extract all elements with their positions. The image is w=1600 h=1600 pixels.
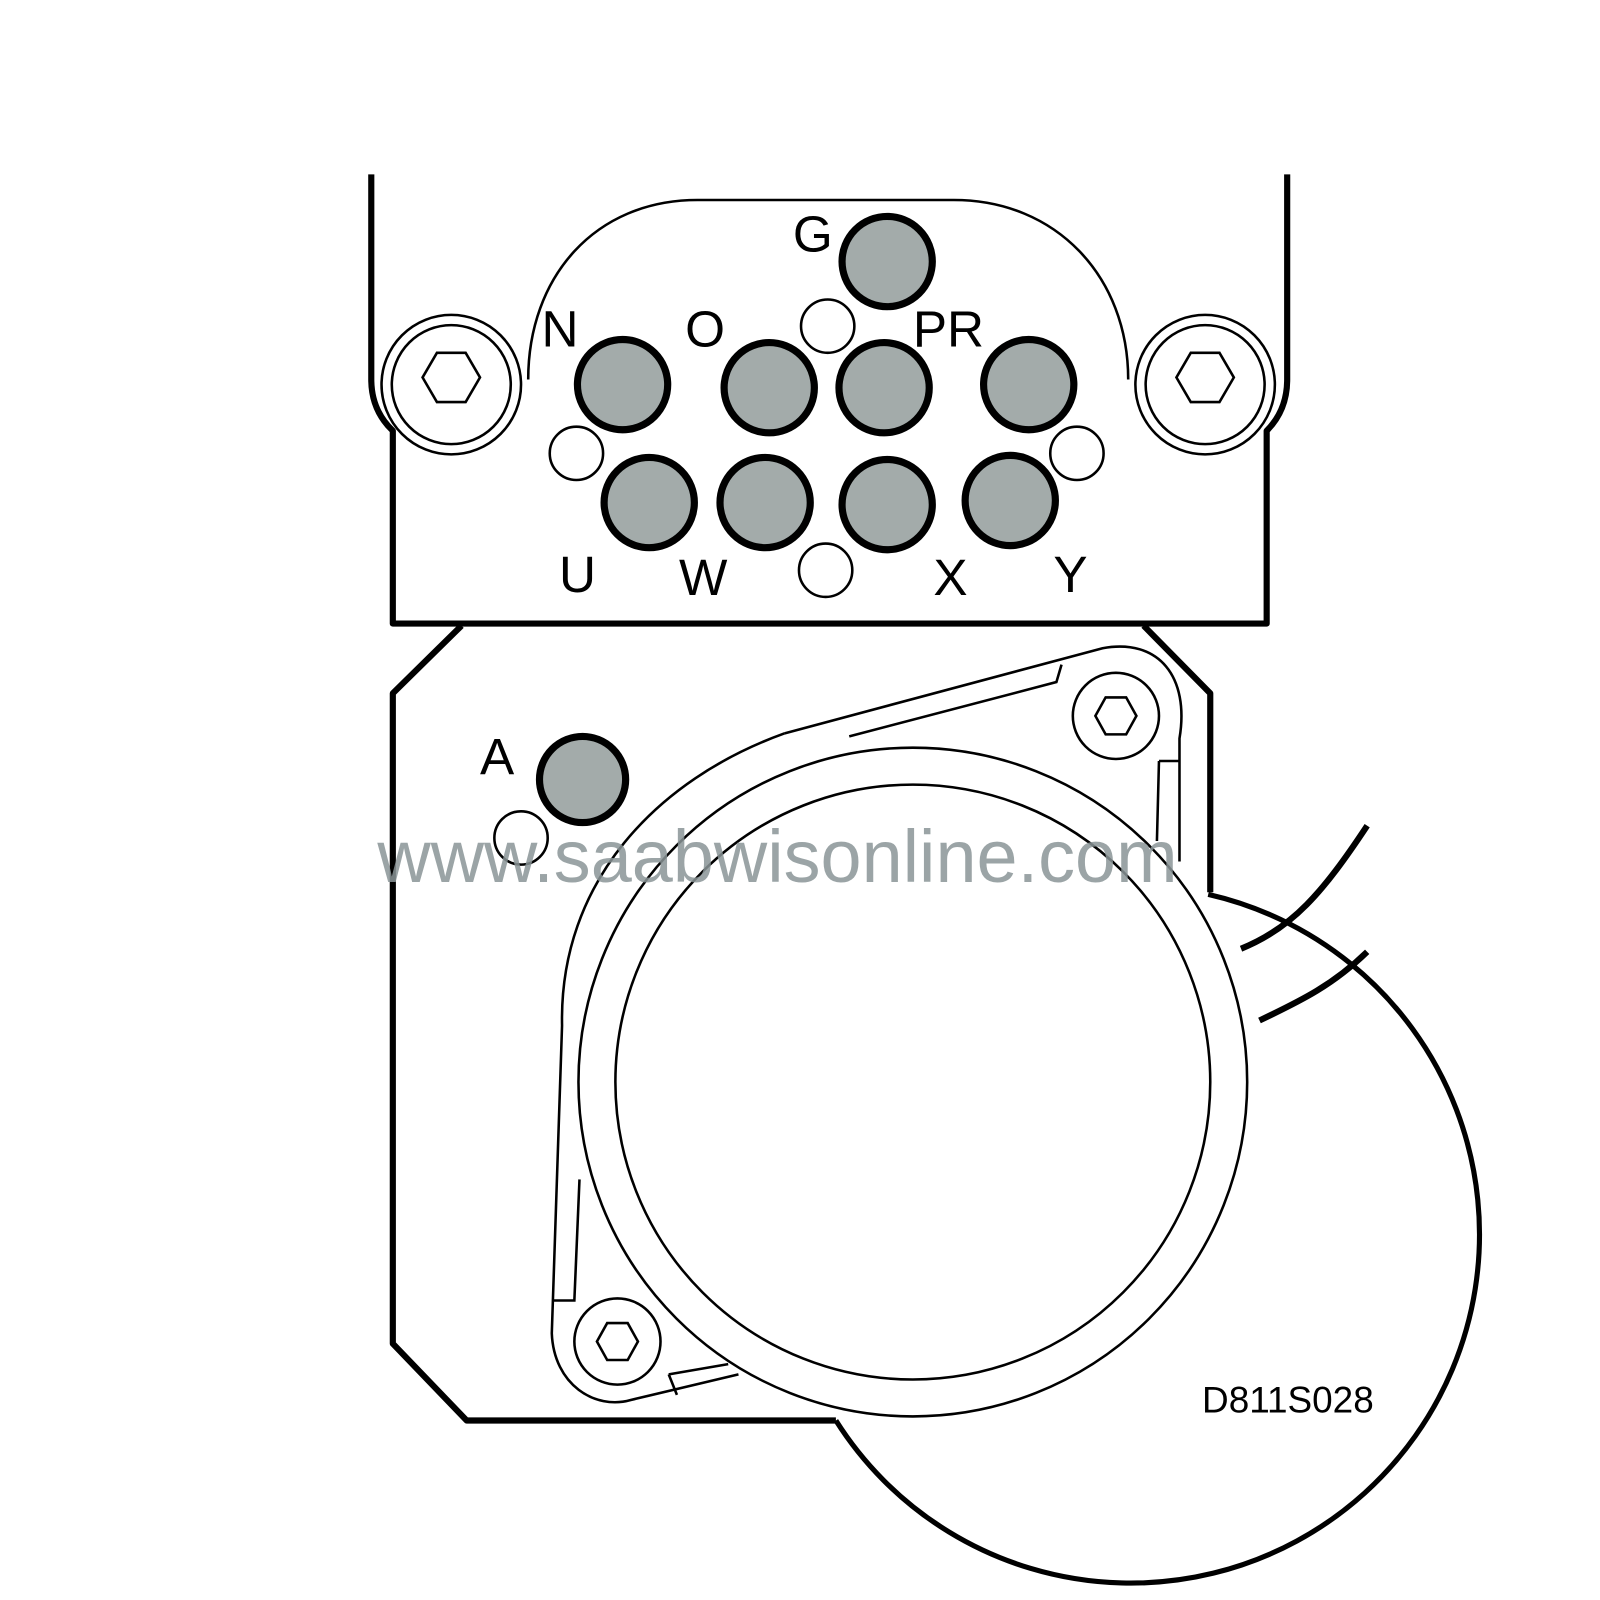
- upper-housing: [368, 174, 1291, 627]
- label-w: W: [679, 549, 728, 606]
- hex-socket-icon: [1093, 696, 1138, 736]
- lower-body: [389, 623, 1483, 1586]
- pin-o: [720, 338, 818, 437]
- hex-socket-icon: [595, 1321, 640, 1362]
- label-a: A: [480, 728, 515, 785]
- pin-y: [961, 451, 1059, 550]
- watermark: www.saabwisonline.com: [376, 815, 1177, 898]
- flange-screw-bottom: [573, 1297, 662, 1386]
- hex-socket-icon: [421, 351, 482, 404]
- pin-w: [716, 453, 814, 552]
- empty-cavity: [548, 425, 605, 482]
- pin-p: [835, 338, 933, 437]
- pin-r: [980, 335, 1078, 434]
- pin-g: [838, 212, 936, 311]
- label-u: U: [559, 546, 596, 603]
- pin-a: [535, 732, 630, 827]
- empty-cavity: [799, 298, 856, 355]
- label-y: Y: [1053, 546, 1087, 603]
- label-o: O: [685, 301, 725, 358]
- pin-x: [838, 455, 936, 554]
- screw-right: [1134, 313, 1277, 456]
- label-n: N: [542, 301, 579, 358]
- empty-cavity: [797, 542, 854, 599]
- hex-socket-icon: [1174, 351, 1236, 404]
- label-g: G: [793, 205, 833, 262]
- connector-pins: [493, 212, 1105, 866]
- label-x: X: [933, 549, 967, 606]
- empty-cavity: [1048, 425, 1105, 482]
- pin-labels: G N O PR U W X Y A: [480, 205, 1088, 785]
- empty-cavity: [493, 810, 549, 866]
- screw-left: [380, 313, 523, 456]
- flange-screw-top: [1071, 671, 1161, 761]
- figure-code: D811S028: [1202, 1379, 1374, 1420]
- pin-n: [573, 335, 672, 434]
- pin-u: [600, 453, 698, 552]
- label-pr: PR: [913, 301, 984, 358]
